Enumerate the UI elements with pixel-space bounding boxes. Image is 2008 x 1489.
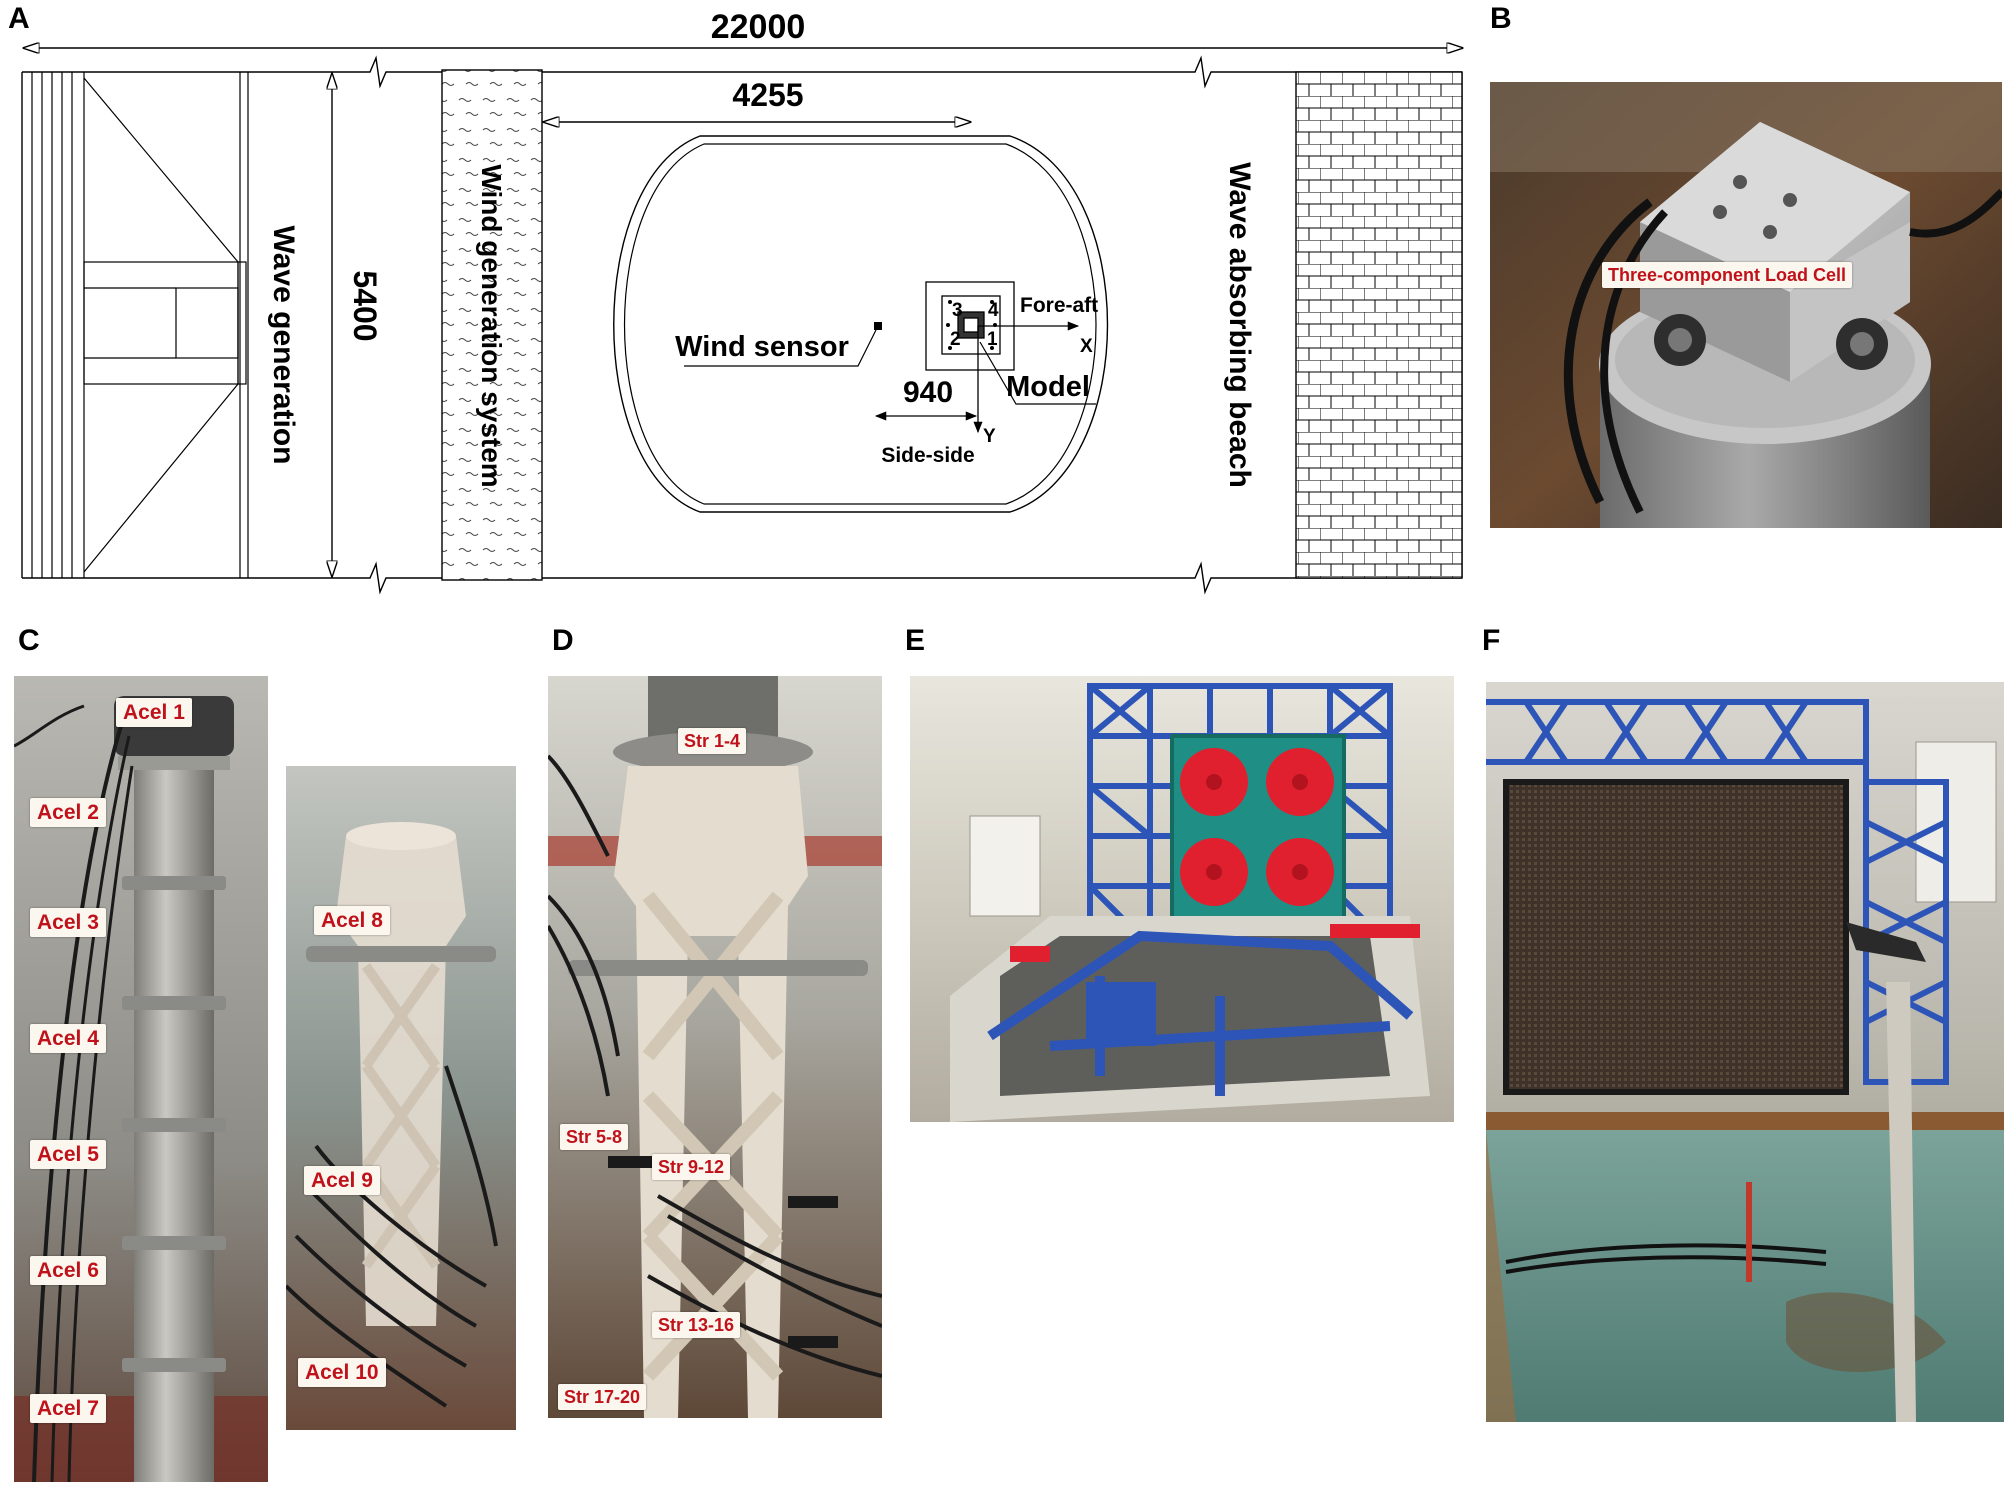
leg-2-label: 2 — [950, 329, 961, 350]
load-cell-label: Three-component Load Cell — [1602, 262, 1853, 288]
acel-5-label: Acel 5 — [30, 1140, 106, 1169]
dim-distance-label: 4255 — [732, 77, 803, 113]
acel-6-label: Acel 6 — [30, 1256, 106, 1285]
model-label: Model — [1006, 371, 1090, 403]
wind-generation-label: Wind generation system — [476, 164, 507, 487]
wind-system-photo — [910, 676, 1454, 1122]
acel-4-label: Acel 4 — [30, 1024, 106, 1053]
tank-photo — [1486, 682, 2004, 1422]
str-13-16-label: Str 13-16 — [652, 1312, 741, 1338]
acel-7-label: Acel 7 — [30, 1394, 106, 1423]
tank-layout-diagram: 22000 5400 Wave generation Wind generati… — [21, 8, 1480, 595]
panel-letter-c: C — [18, 624, 40, 657]
tower-photo: Acel 1 Acel 2 Acel 3 Acel 4 Acel 5 Acel … — [14, 676, 268, 1482]
wind-sensor-label: Wind sensor — [675, 331, 849, 363]
panel-letter-d: D — [552, 624, 574, 657]
wave-absorbing-label: Wave absorbing beach — [1223, 162, 1256, 488]
acel-3-label: Acel 3 — [30, 908, 106, 937]
axis-y-label: Y — [983, 426, 996, 447]
leg-4-label: 4 — [988, 300, 999, 321]
axis-x-label: X — [1080, 336, 1093, 357]
wave-generation-label: Wave generation — [267, 226, 300, 465]
panel-letter-a: A — [8, 2, 30, 35]
dim-offset-label: 940 — [903, 376, 953, 409]
dim-length-label: 22000 — [711, 8, 806, 46]
strain-gauge-photo: Str 1-4 Str 5-8 Str 9-12 Str 13-16 Str 1… — [548, 676, 882, 1418]
jacket-accel-photo: Acel 8 Acel 9 Acel 10 — [286, 766, 516, 1430]
fore-aft-label: Fore-aft — [1020, 294, 1098, 317]
str-17-20-label: Str 17-20 — [558, 1384, 647, 1410]
str-1-4-label: Str 1-4 — [678, 728, 747, 754]
leg-1-label: 1 — [987, 329, 998, 350]
acel-8-label: Acel 8 — [314, 906, 390, 935]
load-cell-photo: Three-component Load Cell — [1490, 82, 2002, 528]
panel-letter-e: E — [905, 624, 926, 657]
panel-letter-b: B — [1490, 2, 1512, 35]
side-side-label: Side-side — [881, 444, 974, 467]
str-9-12-label: Str 9-12 — [652, 1154, 731, 1180]
acel-2-label: Acel 2 — [30, 798, 106, 827]
str-5-8-label: Str 5-8 — [560, 1124, 629, 1150]
dim-width-label: 5400 — [347, 270, 383, 341]
acel-10-label: Acel 10 — [298, 1358, 386, 1387]
panel-letter-f: F — [1482, 624, 1501, 657]
acel-9-label: Acel 9 — [304, 1166, 380, 1195]
acel-1-label: Acel 1 — [116, 698, 192, 727]
leg-3-label: 3 — [952, 300, 963, 321]
